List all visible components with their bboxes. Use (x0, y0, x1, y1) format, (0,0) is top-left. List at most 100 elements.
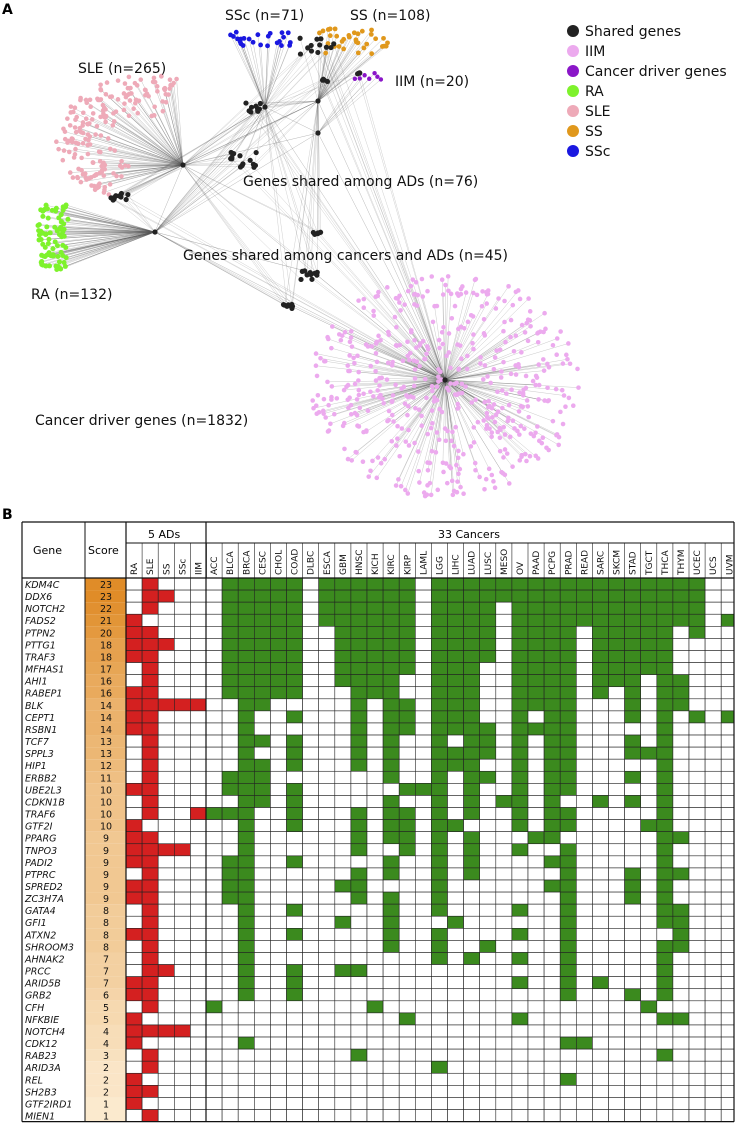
cancer-cell (286, 613, 303, 627)
cancer-cell (270, 662, 287, 675)
network-edge (377, 379, 446, 391)
sle-gene-node (102, 115, 108, 120)
network-edge (415, 379, 446, 409)
network-edge (75, 119, 184, 166)
cancer-cell (511, 638, 529, 651)
cancer-gene-node (428, 425, 434, 431)
gene-name: PTPRC (25, 870, 56, 881)
cancer-cell (221, 1060, 239, 1074)
cancer-cell (382, 976, 400, 990)
cancer-cell (254, 613, 271, 627)
ssc-gene-node (287, 40, 293, 45)
network-edge (168, 94, 184, 166)
sle-gene-node (102, 187, 107, 193)
network-edge (442, 344, 446, 381)
network-edge (154, 231, 292, 305)
network-edge (56, 231, 156, 270)
score-cell (85, 928, 127, 941)
network-edge (248, 39, 266, 108)
cancer-cell (221, 891, 239, 905)
cancer-cell (447, 1048, 464, 1062)
cancer-cell (463, 1012, 481, 1026)
cancer-cell (672, 952, 690, 965)
score-cell (85, 686, 127, 699)
cancer-column-label: SKCM (613, 550, 623, 575)
cancer-gene-node (385, 329, 391, 335)
ad-cell (141, 770, 159, 784)
network-edge (444, 355, 468, 381)
score-cell (85, 674, 127, 687)
sle-gene-node (68, 104, 74, 109)
cancer-gene-node (497, 347, 503, 353)
cancer-cell (286, 1000, 303, 1014)
cancer-cell (270, 710, 287, 724)
cancer-cell (431, 698, 448, 712)
cancer-cell (527, 903, 545, 917)
cancer-cell (398, 952, 416, 965)
cancer-gene-node (411, 383, 417, 389)
cancer-cell (414, 976, 432, 990)
cancer-cell (720, 722, 735, 736)
ad-cell (141, 650, 159, 663)
shared-gene-node (314, 269, 320, 275)
ad-cell (190, 940, 207, 953)
cancer-gene-node (445, 274, 451, 279)
cancer-cell (656, 928, 674, 941)
cancer-cell (463, 843, 481, 857)
cancer-cell (575, 1060, 593, 1074)
cancer-cell (704, 879, 722, 893)
cancer-cell (495, 734, 513, 748)
cancer-cell (270, 1024, 287, 1038)
cancer-cell (511, 783, 529, 796)
cancer-gene-node (355, 353, 360, 359)
cancer-cell (205, 855, 223, 869)
cancer-cell (527, 734, 545, 748)
cancer-cell (575, 722, 593, 736)
cancer-gene-node (502, 298, 507, 304)
score-cell (85, 831, 127, 844)
cancer-cell (366, 770, 384, 784)
cancer-cell (575, 915, 593, 929)
cancer-cell (640, 831, 658, 845)
network-edge (110, 197, 446, 381)
cancer-cell (592, 879, 609, 893)
cancer-cell (334, 601, 352, 615)
ad-cell (190, 770, 207, 784)
cancer-cell (495, 1060, 513, 1074)
cancer-gene-node (448, 465, 454, 471)
cancer-cell (237, 601, 255, 615)
sle-gene-node (78, 97, 83, 103)
network-edge (114, 106, 266, 198)
cancer-gene-node (501, 424, 507, 430)
cancer-cell (640, 589, 658, 603)
cancer-cell (495, 915, 513, 929)
network-edge (444, 379, 559, 446)
cancer-cell (286, 601, 303, 615)
network-edge (154, 160, 251, 233)
network-edge (243, 38, 266, 108)
cancer-cell (334, 638, 352, 651)
cancer-cell (559, 879, 577, 893)
network-edge (444, 366, 519, 381)
network-edge (317, 48, 344, 102)
cancer-cell (334, 650, 352, 663)
ad-cell (174, 1000, 191, 1014)
cancer-cell (688, 722, 706, 736)
ss-gene-node (364, 41, 370, 47)
cancer-gene-node (349, 344, 355, 349)
cancer-cell (318, 928, 336, 941)
cancer-cell (479, 952, 497, 965)
cancer-cell (318, 795, 336, 808)
cancer-cell (414, 1085, 432, 1098)
cancer-cell (447, 855, 464, 869)
cancer-gene-node (432, 395, 437, 400)
network-edge (182, 164, 293, 309)
cancer-cell (495, 686, 513, 700)
cancer-cell (318, 891, 336, 905)
sle-gene-node (87, 97, 93, 103)
cancer-cell (318, 783, 336, 796)
cancer-cell (237, 1048, 255, 1062)
cancer-cell (350, 964, 368, 977)
sle-gene-node (70, 175, 76, 180)
ad-cell (125, 795, 143, 808)
